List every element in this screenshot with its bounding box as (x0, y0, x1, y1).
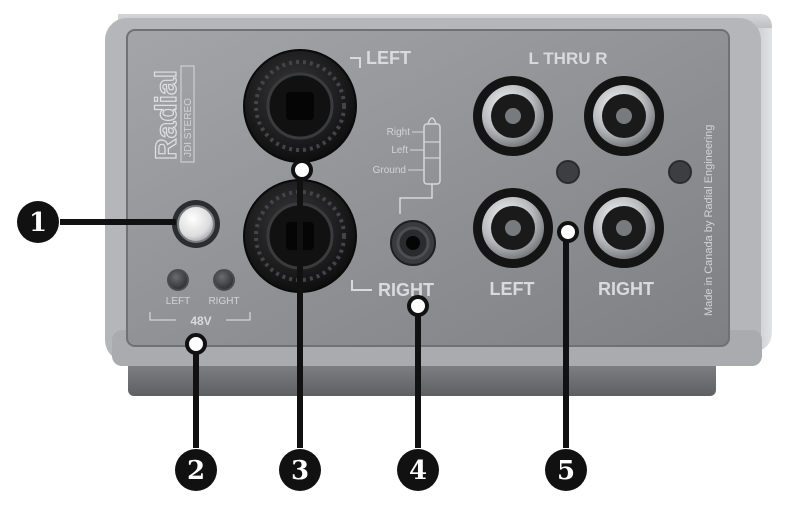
svg-text:1: 1 (29, 208, 47, 238)
led-bracket (149, 312, 251, 321)
mini-jack-input[interactable] (390, 220, 436, 266)
svg-text:3: 3 (291, 456, 309, 486)
phantom-48v-switch[interactable] (172, 200, 220, 248)
model-label: JDI STEREO (180, 65, 195, 163)
svg-text:2: 2 (187, 456, 205, 486)
input-right-label: RIGHT (378, 280, 434, 300)
callout-3: 3 (279, 449, 321, 491)
input-left-label: LEFT (366, 48, 411, 68)
phantom-48v-label: 48V (190, 314, 211, 328)
rca-thru-left[interactable] (473, 76, 553, 156)
panel-screw (556, 160, 580, 184)
output-left-label: LEFT (490, 279, 535, 299)
output-right-label: RIGHT (598, 279, 654, 299)
callout-5: 5 (545, 449, 587, 491)
callout-leaders (60, 170, 569, 448)
rca-thru-right[interactable] (584, 76, 664, 156)
led-left (167, 269, 189, 291)
rca-output-left[interactable] (473, 188, 553, 268)
made-in-canada-text: Made in Canada by Radial Engineering (703, 125, 715, 316)
thru-header-label: L THRU R (528, 49, 607, 68)
led-left-label: LEFT (166, 296, 190, 307)
trs-left-label: Left (391, 145, 408, 156)
trs-plug-diagram (399, 117, 441, 214)
callout-dot-2 (185, 333, 207, 355)
radial-logo: Radial (149, 69, 183, 160)
svg-text:4: 4 (409, 456, 427, 486)
right-input-bracket (351, 280, 372, 291)
callout-4: 4 (397, 449, 439, 491)
trs-ground-label: Ground (373, 165, 406, 176)
rca-output-right[interactable] (584, 188, 664, 268)
quarter-inch-jack-left[interactable] (243, 49, 357, 163)
svg-text:5: 5 (557, 456, 575, 486)
trs-right-label: Right (387, 127, 411, 138)
callout-dot-3 (291, 159, 313, 181)
panel-screw (668, 160, 692, 184)
led-right-label: RIGHT (208, 296, 239, 307)
left-input-bracket (350, 57, 361, 68)
callout-2: 2 (175, 449, 217, 491)
callout-dot-5 (557, 221, 579, 243)
callout-dot-4 (407, 295, 429, 317)
svg-text:Radial: Radial (150, 70, 183, 160)
led-right (213, 269, 235, 291)
callout-1: 1 (17, 201, 59, 243)
svg-text:JDI STEREO: JDI STEREO (183, 98, 194, 157)
svg-text:Made in Canada by Radial Engin: Made in Canada by Radial Engineering (703, 125, 715, 316)
